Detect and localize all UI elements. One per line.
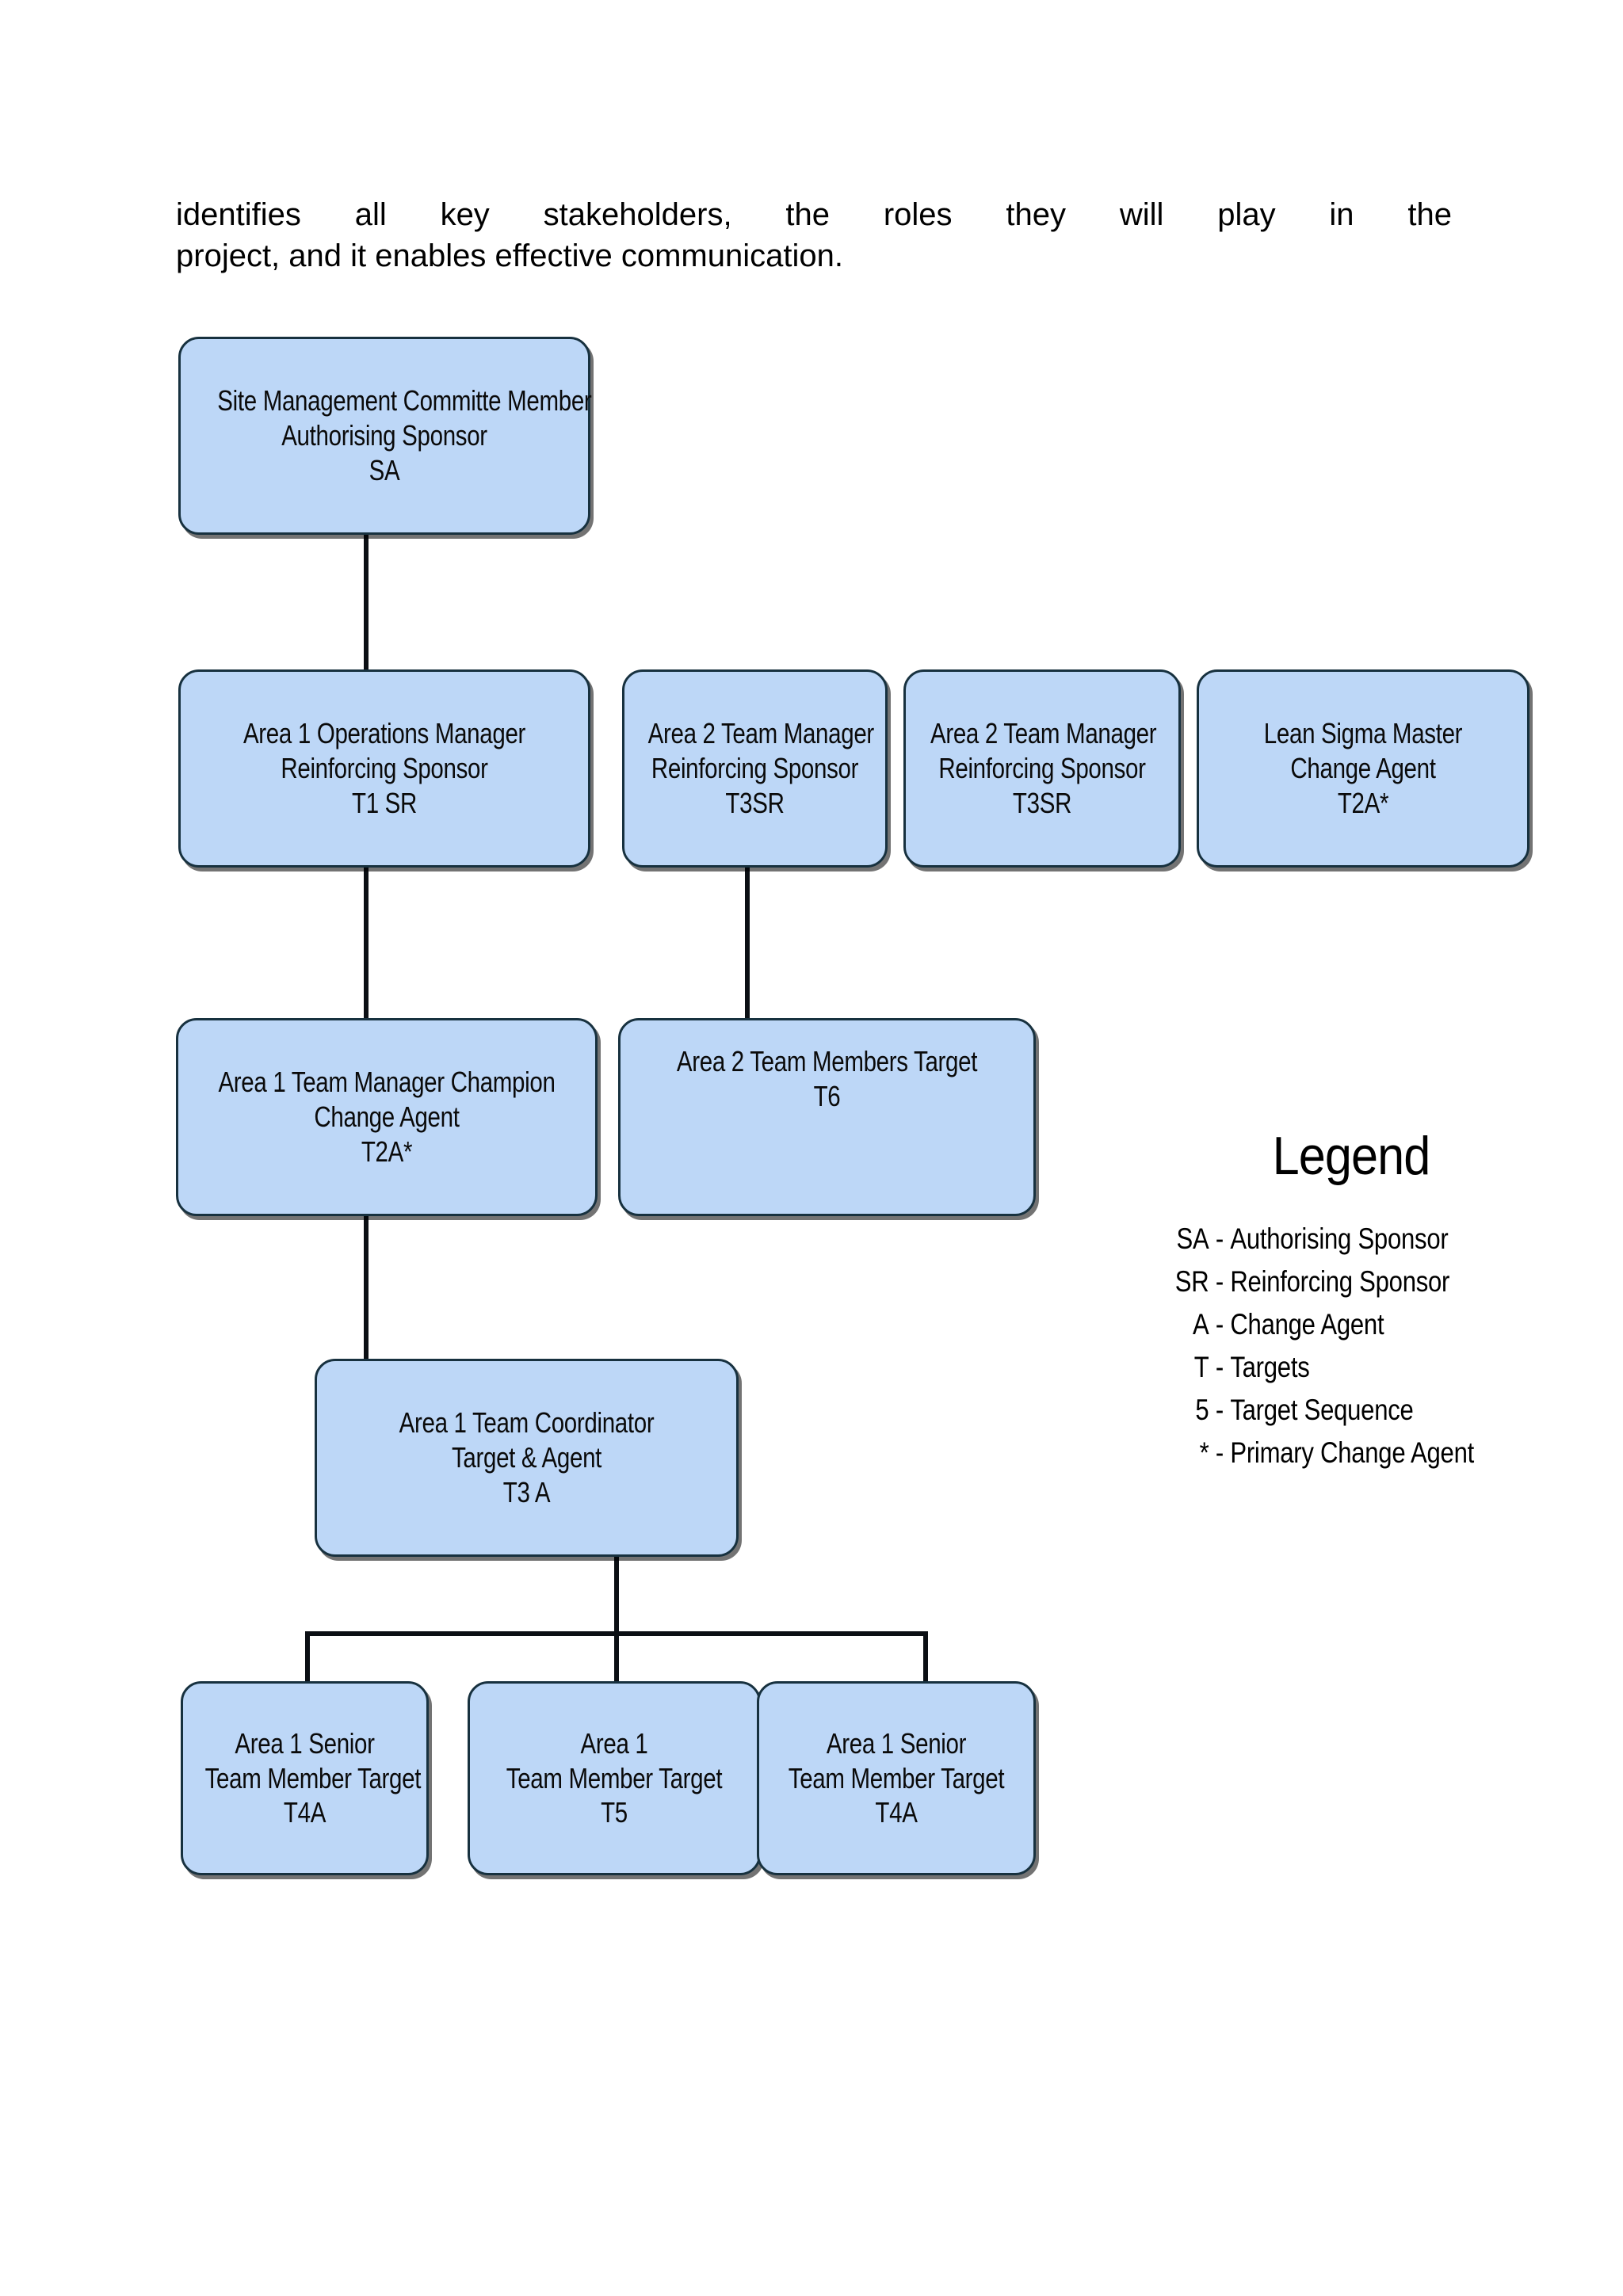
legend-dash: - — [1215, 1394, 1224, 1427]
legend-key: A — [1192, 1308, 1209, 1341]
connector-area1-ops-to-champion — [364, 864, 369, 1039]
node-line-2: Team Member Target — [506, 1761, 723, 1794]
legend-item-a: A - Change Agent — [1165, 1306, 1478, 1344]
node-line-2: Reinforcing Sponsor — [651, 752, 859, 785]
node-line-3: T1 SR — [351, 786, 418, 819]
node-line-1: Area 1 Senior — [235, 1726, 375, 1760]
node-area-2-team-manager-a[interactable]: Area 2 Team Manager Reinforcing Sponsor … — [622, 669, 888, 868]
node-line-2: Team Member Target — [204, 1761, 422, 1794]
node-area-2-team-manager-b[interactable]: Area 2 Team Manager Reinforcing Sponsor … — [903, 669, 1181, 868]
node-line-2: Reinforcing Sponsor — [938, 752, 1146, 785]
connector-top-to-area1-ops — [364, 532, 369, 691]
legend-key: SA — [1176, 1222, 1209, 1255]
node-line-3: T3 A — [502, 1475, 551, 1508]
legend-item-sa: SA - Authorising Sponsor — [1165, 1220, 1478, 1258]
legend-item-sr: SR - Reinforcing Sponsor — [1165, 1263, 1478, 1301]
intro-paragraph-line-2: project, and it enables effective commun… — [176, 238, 843, 273]
node-line-3: T5 — [601, 1796, 628, 1829]
legend-dash: - — [1215, 1351, 1224, 1384]
node-area-1-team-member-middle[interactable]: Area 1 Team Member Target T5 — [468, 1681, 761, 1875]
node-line-2: T6 — [813, 1079, 841, 1112]
node-line-2: Authorising Sponsor — [281, 419, 487, 452]
node-line-1: Area 2 Team Manager — [647, 717, 875, 750]
legend-key: T — [1193, 1351, 1209, 1384]
node-line-2: Change Agent — [1290, 752, 1436, 785]
node-site-management-committe-member[interactable]: Site Management Committe Member Authoris… — [178, 337, 592, 535]
legend-items: SA - Authorising Sponsor SR - Reinforcin… — [1165, 1220, 1537, 1473]
node-line-2: Team Member Target — [788, 1761, 1005, 1794]
connector-bus-to-member-right — [923, 1631, 928, 1728]
node-line-3: T2A* — [1337, 786, 1389, 819]
node-area-1-team-manager-champion[interactable]: Area 1 Team Manager Champion Change Agen… — [176, 1018, 598, 1216]
legend-description: Primary Change Agent — [1230, 1436, 1475, 1470]
node-area-1-senior-team-member-right[interactable]: Area 1 Senior Team Member Target T4A — [757, 1681, 1036, 1875]
intro-paragraph: identifies all key stakeholders, the rol… — [176, 194, 1452, 277]
node-line-3: T3SR — [1012, 786, 1072, 819]
node-line-1: Area 1 Operations Manager — [242, 717, 526, 750]
node-line-3: T4A — [283, 1796, 327, 1829]
node-area-1-senior-team-member-left[interactable]: Area 1 Senior Team Member Target T4A — [181, 1681, 429, 1875]
legend-description: Reinforcing Sponsor — [1230, 1265, 1450, 1299]
legend-description: Change Agent — [1230, 1308, 1384, 1341]
connector-bus-to-member-left — [305, 1631, 310, 1728]
node-line-3: T3SR — [725, 786, 785, 819]
node-line-2: Target & Agent — [451, 1441, 602, 1474]
legend-title: Legend — [1272, 1126, 1431, 1186]
legend-description: Authorising Sponsor — [1230, 1222, 1449, 1255]
node-line-2: Reinforcing Sponsor — [281, 752, 488, 785]
legend-key: 5 — [1195, 1394, 1209, 1427]
node-line-1: Area 1 Senior — [826, 1726, 967, 1760]
intro-paragraph-line-1: identifies all key stakeholders, the rol… — [176, 197, 1452, 232]
legend-key: SR — [1174, 1265, 1209, 1299]
legend-dash: - — [1215, 1222, 1224, 1255]
connector-coordinator-drop — [614, 1541, 619, 1636]
node-line-1: Area 1 Team Coordinator — [399, 1406, 655, 1440]
node-line-3: T4A — [875, 1796, 918, 1829]
node-line-1: Area 2 Team Manager — [930, 717, 1157, 750]
connector-champion-to-coordinator — [364, 1212, 369, 1371]
node-line-2: Change Agent — [314, 1100, 460, 1134]
node-line-1: Area 2 Team Members Target — [676, 1045, 978, 1077]
legend-description: Targets — [1230, 1351, 1310, 1384]
node-area-1-operations-manager[interactable]: Area 1 Operations Manager Reinforcing Sp… — [178, 669, 590, 868]
node-line-1: Lean Sigma Master — [1263, 717, 1463, 750]
legend-dash: - — [1215, 1265, 1224, 1299]
legend-item-asterisk: * - Primary Change Agent — [1165, 1434, 1478, 1472]
legend-dash: - — [1215, 1308, 1224, 1341]
node-area-2-team-members-target[interactable]: Area 2 Team Members Target T6 — [618, 1018, 1036, 1216]
connector-bus-to-member-middle — [614, 1631, 619, 1728]
node-line-3: T2A* — [361, 1135, 413, 1168]
node-line-1: Area 1 — [580, 1726, 648, 1760]
legend-dash: - — [1215, 1436, 1224, 1470]
connector-area2-manager-to-members — [745, 864, 750, 1039]
legend: Legend SA - Authorising Sponsor SR - Rei… — [1165, 1125, 1537, 1473]
node-line-1: Area 1 Team Manager Champion — [218, 1066, 556, 1099]
legend-key: * — [1199, 1436, 1209, 1470]
legend-item-t: T - Targets — [1165, 1348, 1478, 1386]
node-lean-sigma-master[interactable]: Lean Sigma Master Change Agent T2A* — [1197, 669, 1529, 868]
node-line-3: SA — [369, 453, 400, 486]
node-area-1-team-coordinator[interactable]: Area 1 Team Coordinator Target & Agent T… — [315, 1359, 739, 1557]
node-line-1: Site Management Committe Member — [217, 384, 592, 418]
legend-item-5: 5 - Target Sequence — [1165, 1391, 1478, 1429]
legend-description: Target Sequence — [1230, 1394, 1414, 1427]
